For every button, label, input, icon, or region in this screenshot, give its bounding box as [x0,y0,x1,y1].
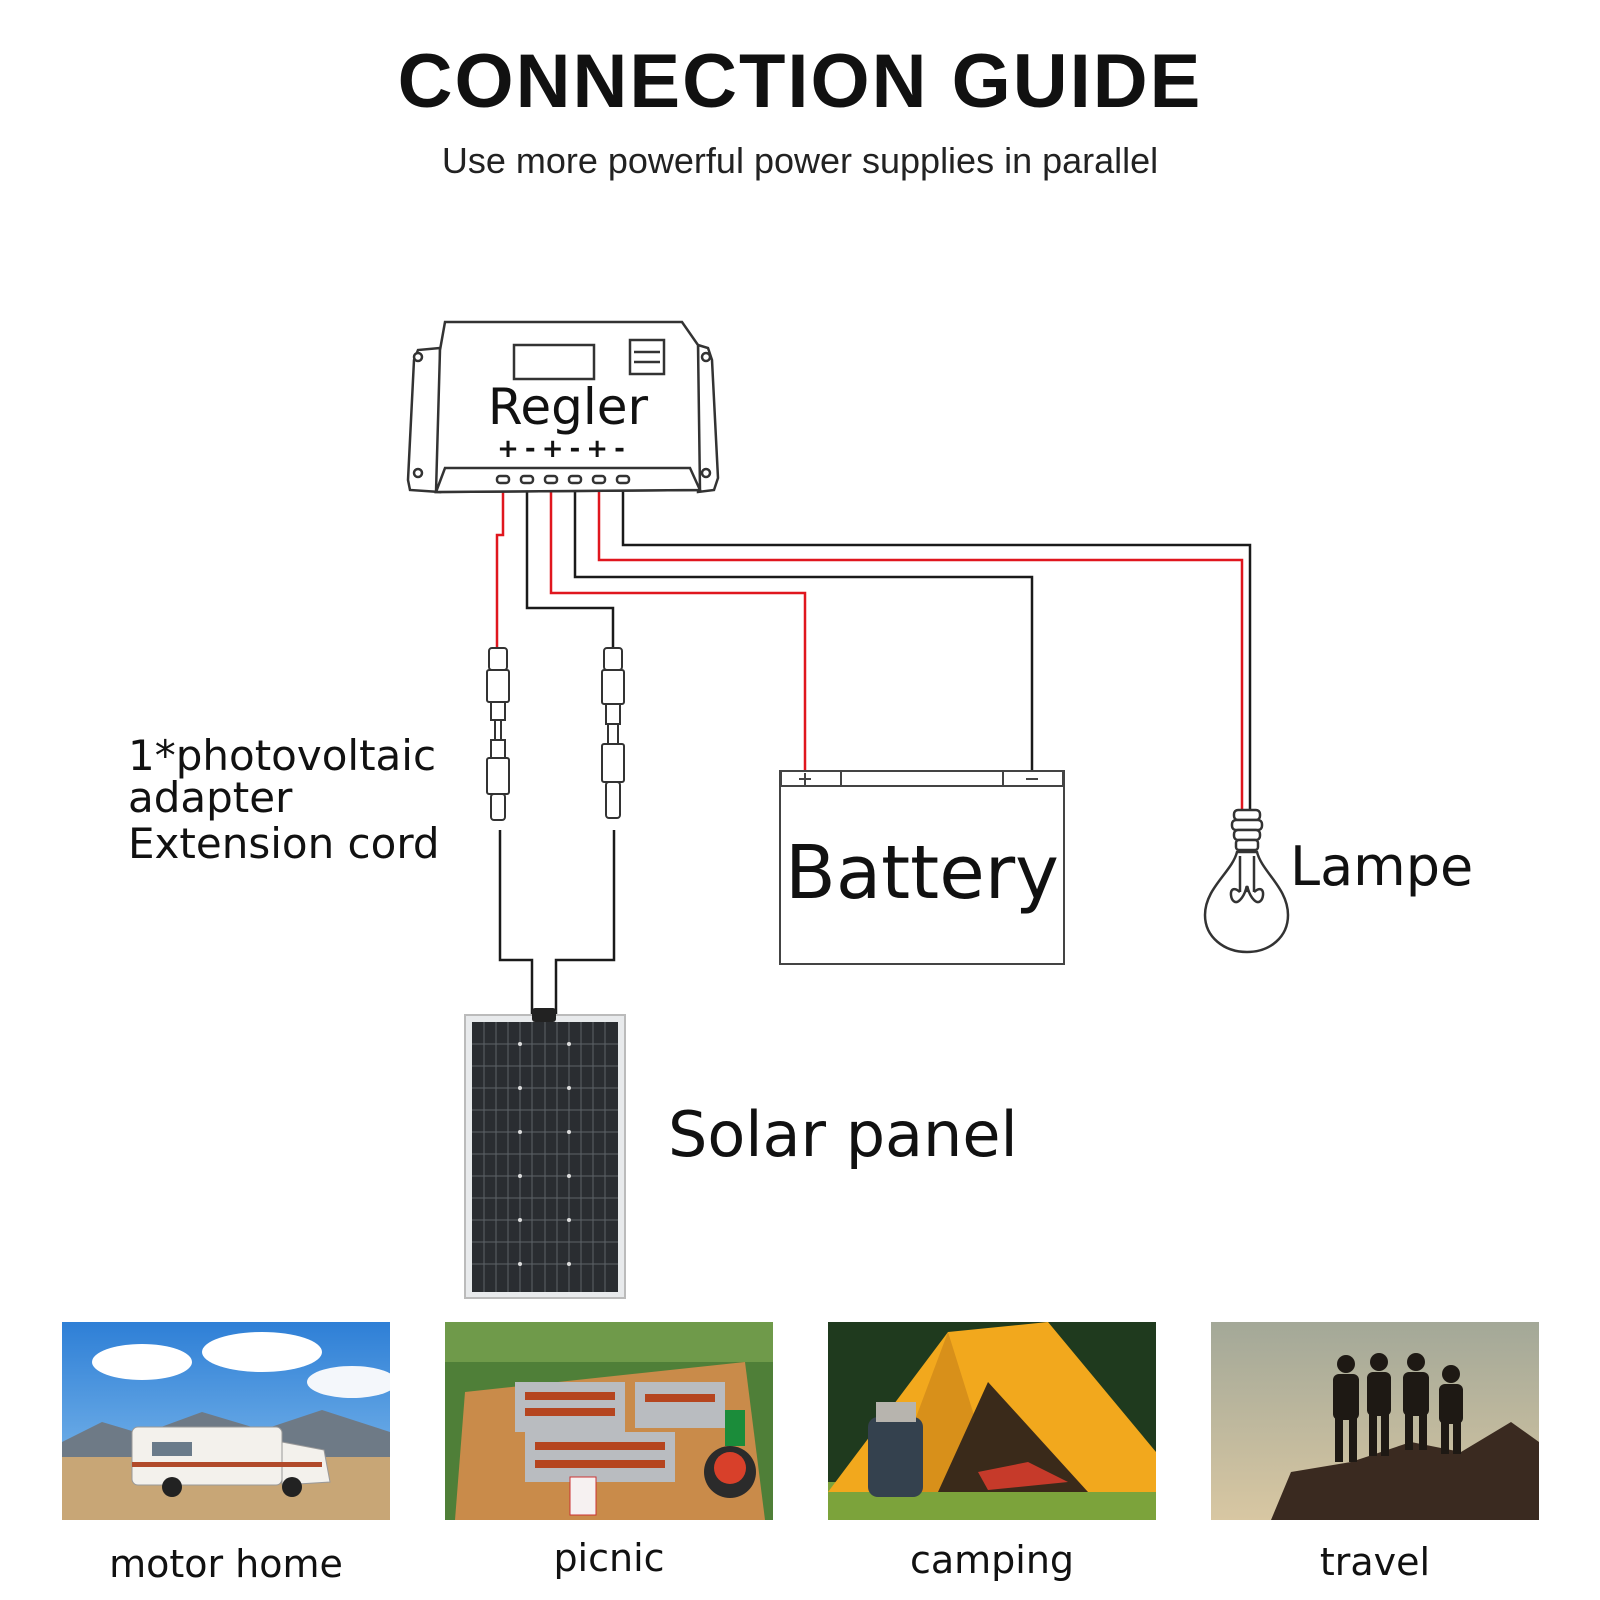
scene-caption-motor-home: motor home [109,1542,343,1586]
wire-pv-negative [525,482,615,650]
wire-load-negative [621,482,1252,810]
picnic-photo-icon [445,1322,773,1520]
pv-connector-right [601,647,625,819]
scene-caption-picnic: picnic [553,1536,665,1580]
battery-label: Battery [785,830,1059,916]
cable-panel-right [554,830,616,1015]
lamp-bulb-icon [1203,808,1290,954]
scene-photo-motor-home [62,1322,390,1520]
usb-ports [628,338,666,376]
wire-battery-negative [573,482,1034,773]
hikers-photo-icon [1211,1322,1539,1520]
adapter-label: 1*photovoltaic adapter Extension cord [128,731,449,868]
page-subtitle: Use more powerful power supplies in para… [441,140,1159,181]
rv-photo-icon [62,1322,390,1520]
battery [779,770,1065,965]
wire-battery-positive [549,482,807,773]
page-title: CONNECTION GUIDE [397,39,1203,124]
scene-caption-camping: camping [909,1538,1075,1582]
scene-photo-camping [828,1322,1156,1520]
connection-diagram: Regler +-+-+- 1*photovoltaic adapter Ext… [128,320,1473,1299]
pv-connector-left [486,647,510,821]
wire-pv-positive [495,482,505,650]
terminal-polarity-signs: +-+-+- [497,434,631,464]
scene-photo-picnic [445,1322,773,1520]
scene-photo-travel [1211,1322,1539,1520]
controller-label: Regler [488,378,649,436]
adapter-label-line-3: Extension cord [128,819,440,868]
charge-controller [406,320,720,494]
adapter-label-line-2: adapter [128,773,293,822]
scene-caption-travel: travel [1319,1540,1431,1584]
cable-panel-left [498,830,534,1015]
wire-load-positive [597,482,1244,810]
controller-display [512,343,596,381]
adapter-label-line-1: 1*photovoltaic [128,731,436,780]
solar-panel-label: Solar panel [668,1098,1018,1171]
lamp-label: Lampe [1290,835,1473,898]
tent-photo-icon [828,1322,1156,1520]
solar-panel-icon [464,1008,626,1299]
